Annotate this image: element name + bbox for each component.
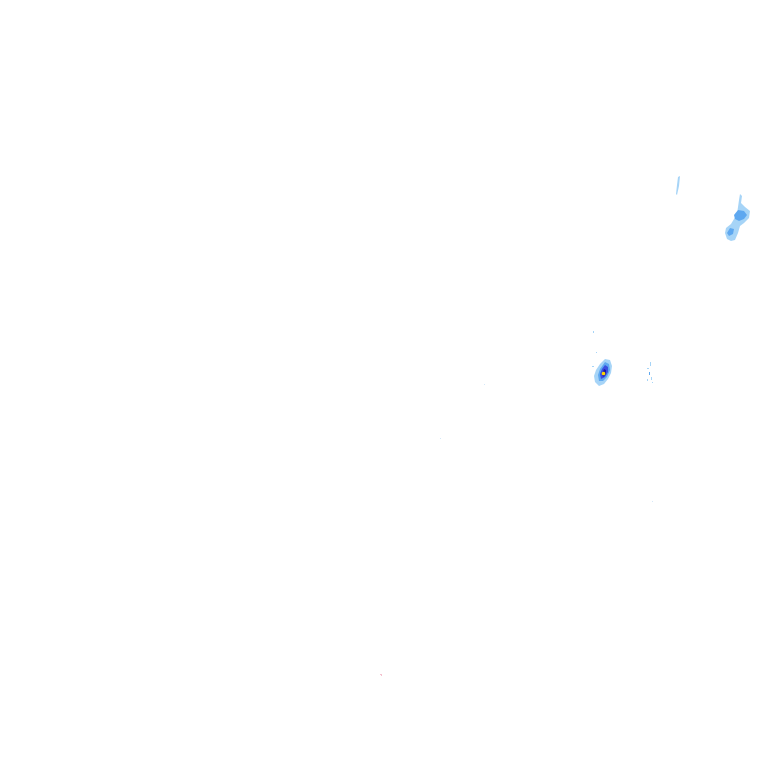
echo-pixel <box>647 368 649 369</box>
echo-pixel <box>593 331 594 333</box>
echo-pixel <box>484 384 485 385</box>
echo-pixel <box>650 362 651 366</box>
echo-northeast-streak <box>676 176 680 195</box>
echo-pixel <box>592 366 594 367</box>
echo-pixel <box>649 372 650 375</box>
echo-noise-pixel <box>380 674 382 676</box>
echo-pixel <box>380 674 382 675</box>
echo-east-cluster <box>725 194 750 241</box>
echo-central-cell <box>592 331 612 386</box>
echo-blob <box>727 228 734 236</box>
echo-isolated-pixels <box>440 384 653 502</box>
echo-blob <box>676 176 680 195</box>
echo-pixel <box>652 382 653 383</box>
echo-pixel <box>381 675 382 676</box>
echo-pixel <box>596 352 597 353</box>
echo-east-scatter <box>647 362 653 383</box>
echo-core <box>601 371 606 376</box>
echo-pixel <box>647 379 648 381</box>
echo-pixel <box>440 438 441 439</box>
echo-blob <box>734 210 747 221</box>
echo-pixel <box>651 377 652 380</box>
echo-pixel <box>652 501 653 502</box>
